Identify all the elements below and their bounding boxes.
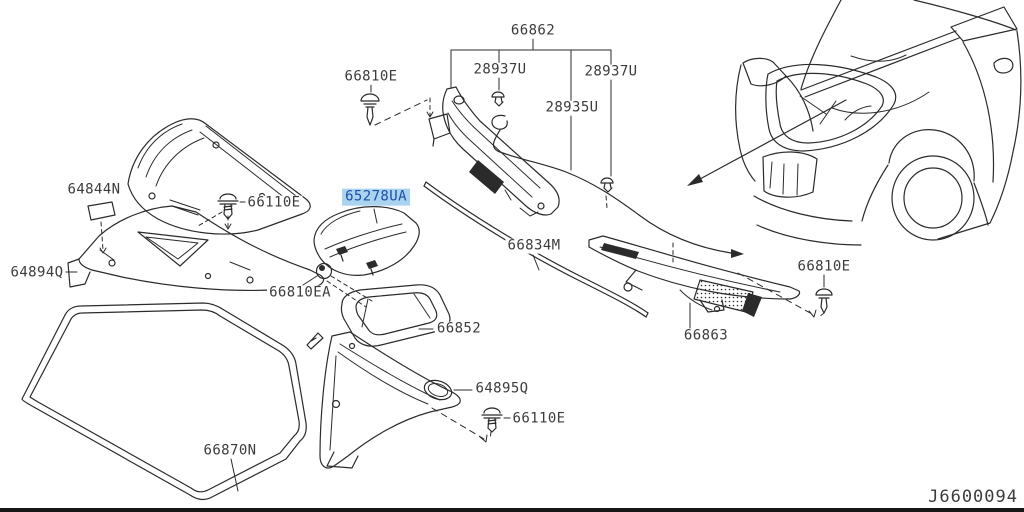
strip-end-mark [306,332,324,350]
pad-64844n [87,201,116,254]
hood-rear-finisher-65278ua [313,206,420,276]
cowl-top-grille-right [588,235,801,329]
part-label-64844n[interactable]: 64844N [65,181,123,198]
part-label-28937u-right[interactable]: 28937U [582,63,640,80]
part-label-66870n[interactable]: 66870N [201,442,259,459]
location-arrow-icon [687,99,847,186]
part-label-28935u[interactable]: 28935U [543,99,601,116]
part-label-66863[interactable]: 66863 [681,327,731,344]
part-label-66110e-lower[interactable]: 66110E [510,410,568,427]
washer-hose [491,114,744,258]
hood-seal-66870n [21,302,307,501]
vehicle-illustration [735,0,1022,246]
part-label-66810e-right[interactable]: 66810E [795,258,853,275]
part-label-64895q[interactable]: 64895Q [473,380,531,397]
grommet-icon-66810ea [302,262,373,308]
part-label-65278ua-selected[interactable]: 65278UA [342,188,410,206]
clip-icon-28937u-right [600,177,614,209]
bottom-border [0,508,1024,512]
cowl-side-cover-lower [65,205,325,292]
clip-icon-28937u-left [491,91,505,107]
part-label-28937u-left[interactable]: 28937U [471,61,529,78]
screw-icon-66110e-upper [197,193,251,230]
part-label-66810e-top[interactable]: 66810E [342,68,400,85]
part-label-66810ea[interactable]: 66810EA [267,284,333,301]
clip-icon-66810e-right [737,272,833,318]
part-label-66834m[interactable]: 66834M [505,237,563,254]
screw-icon-66110e-lower [481,407,515,440]
cowl-top-grille-left [428,86,560,217]
seal-strip-66834m [423,181,649,318]
figure-code: J6600094 [928,487,1018,507]
cowl-side-cover-64895q [319,331,488,469]
part-label-66110e-upper[interactable]: 66110E [245,194,303,211]
clip-icon-66810e-top [360,84,434,126]
part-label-64894q[interactable]: 64894Q [8,264,66,281]
part-label-66862[interactable]: 66862 [508,22,558,39]
cowl-side-cover-upper [127,118,311,235]
part-label-66852[interactable]: 66852 [434,320,484,337]
